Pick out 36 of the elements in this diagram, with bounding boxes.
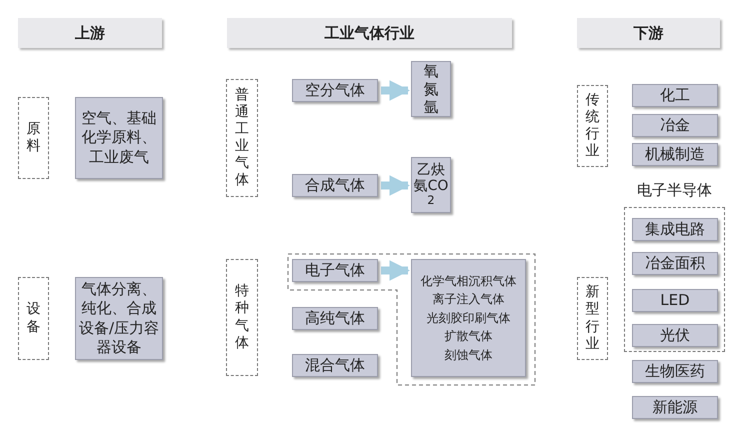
process-box: 氧氮氩 [411,61,451,117]
process-box: 冶金 [632,114,718,137]
process-box: 新能源 [632,396,718,419]
process-box: LED [632,289,718,312]
process-box: 混合气体 [292,354,378,377]
category-box: 传统行业 [577,85,608,167]
process-box: 化工 [632,84,718,107]
process-box: 空分气体 [292,79,378,102]
process-box: 高纯气体 [292,307,378,330]
process-box: 生物医药 [632,360,718,383]
category-box: 原料 [18,97,49,179]
category-box: 普通工业气体 [226,79,258,197]
category-box: 新型行业 [577,277,608,360]
arrow [381,175,410,196]
process-box: 电子气体 [292,259,378,282]
header-bar: 工业气体行业 [227,18,512,48]
process-box: 合成气体 [292,174,378,197]
arrow [381,260,410,281]
arrow [381,80,410,101]
header-bar: 上游 [18,18,162,48]
process-box [411,259,526,377]
process-box: 集成电路 [632,218,718,241]
category-box: 特种气体 [226,259,258,376]
list-item: 扩散气体 [444,328,492,346]
header-bar: 下游 [577,18,720,48]
process-box: 机械制造 [632,143,718,166]
process-box: 光伏 [632,324,718,347]
process-box: 冶金面积 [632,252,718,275]
process-box: 气体分离、纯化、合成设备/压力容器设备 [75,277,163,360]
category-box: 设备 [18,277,49,360]
list-item: 光刻胶印刷气体 [426,310,510,327]
list-item: 刻蚀气体 [444,346,492,364]
group-heading: 电子半导体 [636,181,713,200]
process-box: 空气、基础化学原料、工业废气 [75,97,163,179]
list-item: 离子注入气体 [432,291,504,308]
list-item: 化学气相沉积气体 [420,272,516,290]
